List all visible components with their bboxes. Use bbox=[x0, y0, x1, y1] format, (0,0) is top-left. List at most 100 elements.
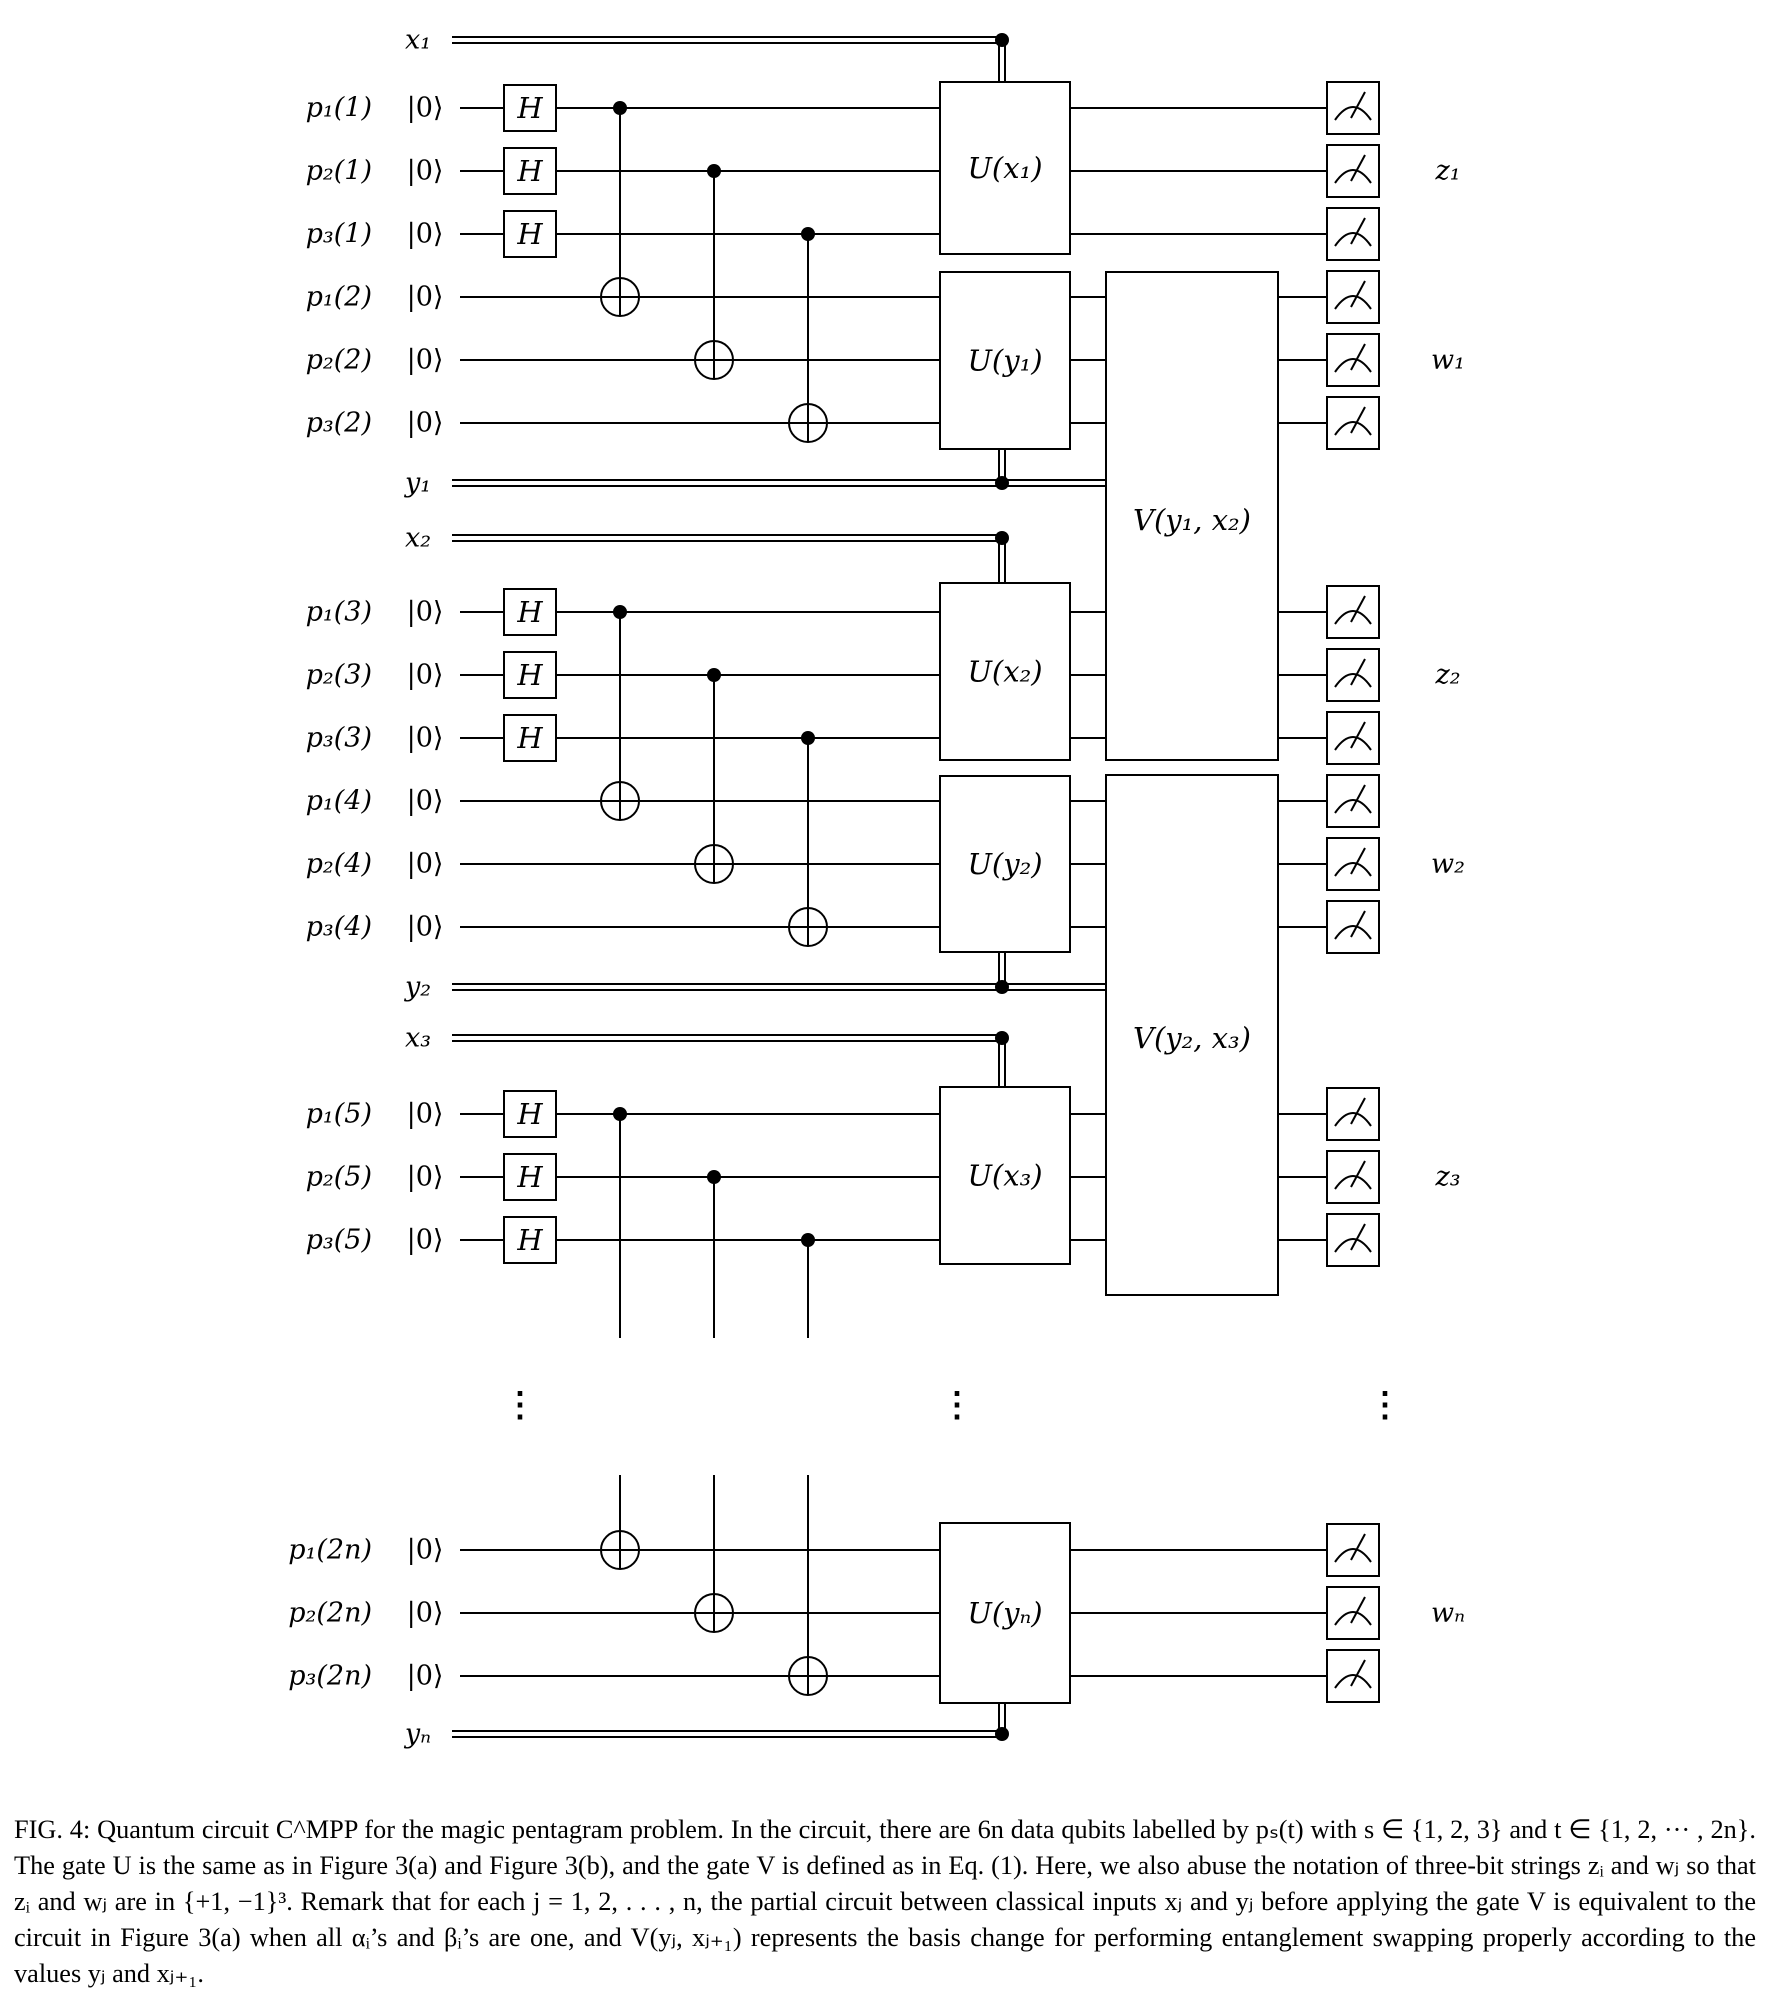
output-label-1: w₁ bbox=[1431, 345, 1465, 376]
measurement-needle-16 bbox=[1350, 1596, 1366, 1624]
measurement-needle-8 bbox=[1350, 721, 1366, 749]
hadamard-label-6: H bbox=[516, 595, 543, 629]
output-label-4: z₃ bbox=[1434, 1162, 1460, 1193]
hadamard-gate-12 bbox=[503, 1090, 557, 1138]
qubit-ket-13: |0⟩ bbox=[407, 1162, 444, 1193]
classical-label-1: y₁ bbox=[404, 468, 431, 499]
output-label-2: z₂ bbox=[1434, 660, 1460, 691]
qubit-label-12: p₁(5) bbox=[306, 1099, 372, 1130]
qubit-label-13: p₂(5) bbox=[306, 1162, 372, 1193]
hadamard-label-2: H bbox=[516, 217, 543, 251]
measurement-arc-4 bbox=[1334, 358, 1372, 373]
measurement-arc-15 bbox=[1334, 1548, 1372, 1563]
block3-control-dot-1 bbox=[707, 1170, 721, 1184]
hadamard-label-14: H bbox=[516, 1223, 543, 1257]
measurement-needle-17 bbox=[1350, 1659, 1366, 1687]
classical-control-dot-5 bbox=[995, 1727, 1009, 1741]
measurement-arc-13 bbox=[1334, 1175, 1372, 1190]
block2-control-dot-0 bbox=[613, 605, 627, 619]
qubit-label-11: p₃(4) bbox=[306, 912, 372, 943]
measurement-arc-2 bbox=[1334, 232, 1372, 247]
block1-control-dot-2 bbox=[801, 227, 815, 241]
measurement-needle-2 bbox=[1350, 217, 1366, 245]
caption-text: Quantum circuit C^MPP for the magic pent… bbox=[14, 1815, 1756, 1988]
measurement-needle-13 bbox=[1350, 1160, 1366, 1188]
hadamard-gate-0 bbox=[503, 84, 557, 132]
classical-control-dot-2 bbox=[995, 531, 1009, 545]
qubit-label-14: p₃(5) bbox=[306, 1225, 372, 1256]
qubit-label-7: p₂(3) bbox=[306, 660, 372, 691]
measurement-needle-10 bbox=[1350, 847, 1366, 875]
u-gate-label-3: U(y₂) bbox=[967, 847, 1042, 881]
qubit-ket-17: |0⟩ bbox=[407, 1661, 444, 1692]
classical-label-4: x₃ bbox=[405, 1023, 431, 1054]
qubit-ket-7: |0⟩ bbox=[407, 660, 444, 691]
hadamard-gate-14 bbox=[503, 1216, 557, 1264]
classical-label-0: x₁ bbox=[405, 25, 431, 56]
qubit-ket-0: |0⟩ bbox=[407, 93, 444, 124]
measurement-arc-12 bbox=[1334, 1112, 1372, 1127]
figure-caption: FIG. 4: Quantum circuit C^MPP for the ma… bbox=[14, 1812, 1756, 1992]
measurement-needle-15 bbox=[1350, 1533, 1366, 1561]
measurement-arc-0 bbox=[1334, 106, 1372, 121]
qubit-ket-5: |0⟩ bbox=[407, 408, 444, 439]
v-gate-label-0: V(y₁, x₂) bbox=[1133, 503, 1251, 537]
block2-control-dot-1 bbox=[707, 668, 721, 682]
ellipsis-0: ⋮ bbox=[503, 1385, 537, 1425]
output-label-5: wₙ bbox=[1431, 1598, 1465, 1629]
qubit-label-4: p₂(2) bbox=[306, 345, 372, 376]
v-gate-1 bbox=[1105, 774, 1279, 1296]
hadamard-label-12: H bbox=[516, 1097, 543, 1131]
gates bbox=[503, 33, 1380, 1741]
measurement-needle-14 bbox=[1350, 1223, 1366, 1251]
measurement-arc-8 bbox=[1334, 736, 1372, 751]
hadamard-gate-1 bbox=[503, 147, 557, 195]
u-gate-4 bbox=[939, 1086, 1071, 1265]
u-gate-0 bbox=[939, 81, 1071, 255]
hadamard-label-7: H bbox=[516, 658, 543, 692]
measurement-needle-1 bbox=[1350, 154, 1366, 182]
qubit-ket-4: |0⟩ bbox=[407, 345, 444, 376]
measurement-arc-6 bbox=[1334, 610, 1372, 625]
qubit-label-17: p₃(2n) bbox=[288, 1661, 372, 1692]
u-gate-label-2: U(x₂) bbox=[967, 655, 1042, 689]
v-gate-0 bbox=[1105, 271, 1279, 761]
classical-control-dot-4 bbox=[995, 1031, 1009, 1045]
u-gate-5 bbox=[939, 1522, 1071, 1704]
u-gate-label-1: U(y₁) bbox=[967, 344, 1042, 378]
measurement-needle-0 bbox=[1350, 91, 1366, 119]
measurement-needle-4 bbox=[1350, 343, 1366, 371]
measurement-arc-1 bbox=[1334, 169, 1372, 184]
labels: HHHHHHHHHU(x₁)U(y₁)U(x₂)U(y₂)U(x₃)U(yₙ)V… bbox=[288, 25, 1465, 1750]
caption-fig-number: FIG. 4: bbox=[14, 1815, 91, 1844]
hadamard-gate-7 bbox=[503, 651, 557, 699]
qubit-label-9: p₁(4) bbox=[306, 786, 372, 817]
u-gate-2 bbox=[939, 582, 1071, 761]
qubit-ket-14: |0⟩ bbox=[407, 1225, 444, 1256]
measurement-box-3 bbox=[1326, 270, 1380, 324]
measurement-needle-7 bbox=[1350, 658, 1366, 686]
qubit-ket-10: |0⟩ bbox=[407, 849, 444, 880]
block1-control-dot-0 bbox=[613, 101, 627, 115]
quantum-circuit-diagram: HHHHHHHHHU(x₁)U(y₁)U(x₂)U(y₂)U(x₃)U(yₙ)V… bbox=[288, 25, 1465, 1750]
block2-control-dot-2 bbox=[801, 731, 815, 745]
measurement-arc-3 bbox=[1334, 295, 1372, 310]
u-gate-3 bbox=[939, 775, 1071, 953]
hadamard-label-8: H bbox=[516, 721, 543, 755]
hadamard-label-1: H bbox=[516, 154, 543, 188]
qubit-label-0: p₁(1) bbox=[306, 93, 372, 124]
classical-label-2: x₂ bbox=[405, 523, 431, 554]
qubit-label-6: p₁(3) bbox=[306, 597, 372, 628]
ellipsis-2: ⋮ bbox=[1368, 1385, 1402, 1425]
qubit-label-1: p₂(1) bbox=[306, 156, 372, 187]
classical-control-dot-1 bbox=[995, 476, 1009, 490]
qubit-ket-9: |0⟩ bbox=[407, 786, 444, 817]
measurement-needle-9 bbox=[1350, 784, 1366, 812]
qubit-label-16: p₂(2n) bbox=[288, 1598, 372, 1629]
qubit-ket-2: |0⟩ bbox=[407, 219, 444, 250]
qubit-label-3: p₁(2) bbox=[306, 282, 372, 313]
qubit-label-2: p₃(1) bbox=[306, 219, 372, 250]
qubit-label-8: p₃(3) bbox=[306, 723, 372, 754]
block3-control-dot-0 bbox=[613, 1107, 627, 1121]
measurement-needle-6 bbox=[1350, 595, 1366, 623]
